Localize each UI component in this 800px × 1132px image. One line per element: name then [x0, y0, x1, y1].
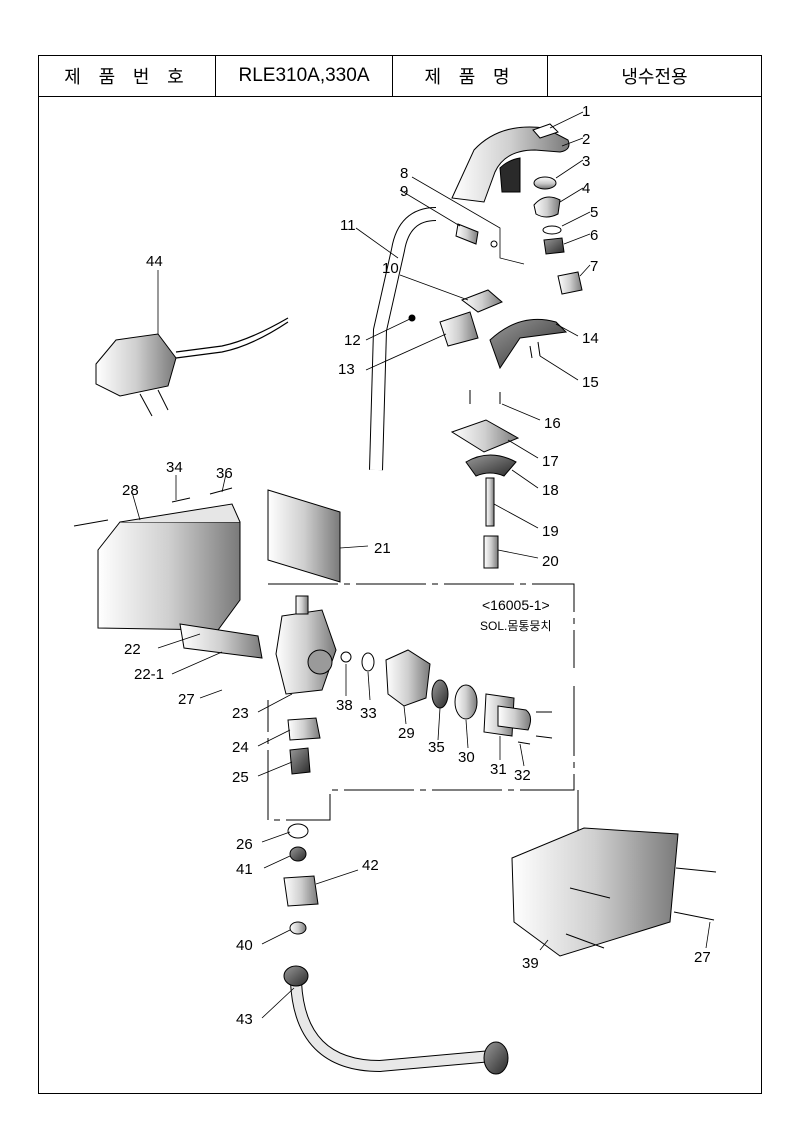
- assembly-code: <16005-1>: [482, 597, 550, 613]
- callout-30: 30: [458, 749, 475, 766]
- control-box-part: [511, 827, 679, 957]
- hex-nut-part: [287, 717, 321, 741]
- callout-29: 29: [398, 725, 415, 742]
- callout-16: 16: [544, 415, 561, 432]
- sensor-part: [455, 223, 479, 245]
- drawing-sheet: 제 품 번 호 RLE310A,330A 제 품 명 냉수전용: [38, 55, 762, 1094]
- callout-12: 12: [344, 332, 361, 349]
- callout-44: 44: [146, 253, 163, 270]
- callout-39: 39: [522, 955, 539, 972]
- callout-11: 11: [340, 217, 356, 234]
- clamp-part: [439, 311, 479, 347]
- cover-part: [267, 489, 341, 583]
- title-block: 제 품 번 호 RLE310A,330A 제 품 명 냉수전용: [39, 56, 761, 97]
- callout-22: 22: [124, 641, 141, 658]
- callout-40: 40: [236, 937, 253, 954]
- callout-7: 7: [590, 258, 598, 275]
- callout-2: 2: [582, 131, 590, 148]
- callout-20: 20: [542, 553, 559, 570]
- callout-38: 38: [336, 697, 353, 714]
- product-number-value: RLE310A,330A: [216, 56, 393, 96]
- callout-1: 1: [582, 103, 590, 120]
- callout-35: 35: [428, 739, 445, 756]
- callout-4: 4: [582, 180, 590, 197]
- mounting-box-part: [97, 521, 241, 631]
- callout-8: 8: [400, 165, 408, 182]
- callout-41: 41: [236, 861, 253, 878]
- spacer-part: [483, 535, 499, 569]
- callout-31: 31: [490, 761, 507, 778]
- callout-10: 10: [382, 260, 399, 277]
- product-name-label: 제 품 명: [393, 56, 548, 96]
- callout-5: 5: [590, 204, 598, 221]
- washer-part: [542, 225, 562, 235]
- aerator-part: [543, 237, 565, 255]
- callout-14: 14: [582, 330, 599, 347]
- callout-25: 25: [232, 769, 249, 786]
- seal-part: [431, 679, 449, 709]
- nut-part: [533, 196, 561, 218]
- callout-23: 23: [232, 705, 249, 722]
- callout-42: 42: [362, 857, 379, 874]
- callout-6: 6: [590, 227, 598, 244]
- bracket-part: [460, 289, 503, 313]
- assembly-name: SOL.몸통뭉치: [480, 619, 552, 633]
- horseshoe-part: [465, 454, 517, 477]
- fitting-part: [289, 747, 311, 775]
- plunger-part: [454, 684, 478, 720]
- base-plate-part: [450, 419, 520, 453]
- callout-27-right: 27: [694, 949, 711, 966]
- spout-part: [451, 123, 570, 203]
- solenoid-part: [497, 705, 532, 731]
- callout-9: 9: [400, 183, 408, 200]
- cap-part: [533, 176, 557, 190]
- product-number-label: 제 품 번 호: [39, 56, 216, 96]
- product-name-value: 냉수전용: [621, 67, 688, 88]
- callout-15: 15: [582, 374, 599, 391]
- callout-27-left: 27: [178, 691, 195, 708]
- assembly-frame: [267, 583, 575, 821]
- lever-part: [489, 318, 568, 370]
- callout-26: 26: [236, 836, 253, 853]
- callout-32: 32: [514, 767, 531, 784]
- callout-43: 43: [236, 1011, 253, 1028]
- callout-22-1: 22-1: [134, 666, 164, 683]
- callout-24: 24: [232, 739, 249, 756]
- callout-13: 13: [338, 361, 355, 378]
- coil-housing-part: [385, 649, 431, 707]
- callout-33: 33: [360, 705, 377, 722]
- callout-3: 3: [582, 153, 590, 170]
- callout-36: 36: [216, 465, 233, 482]
- callout-19: 19: [542, 523, 559, 540]
- sleeve-part: [557, 271, 583, 295]
- adapter-part: [95, 333, 177, 397]
- gasket-part: [287, 823, 309, 839]
- connector-part: [283, 875, 319, 907]
- callout-18: 18: [542, 482, 559, 499]
- callout-17: 17: [542, 453, 559, 470]
- callout-28: 28: [122, 482, 139, 499]
- tube-part: [179, 623, 263, 659]
- callout-21: 21: [374, 540, 391, 557]
- callout-34: 34: [166, 459, 183, 476]
- stud-part: [485, 477, 495, 527]
